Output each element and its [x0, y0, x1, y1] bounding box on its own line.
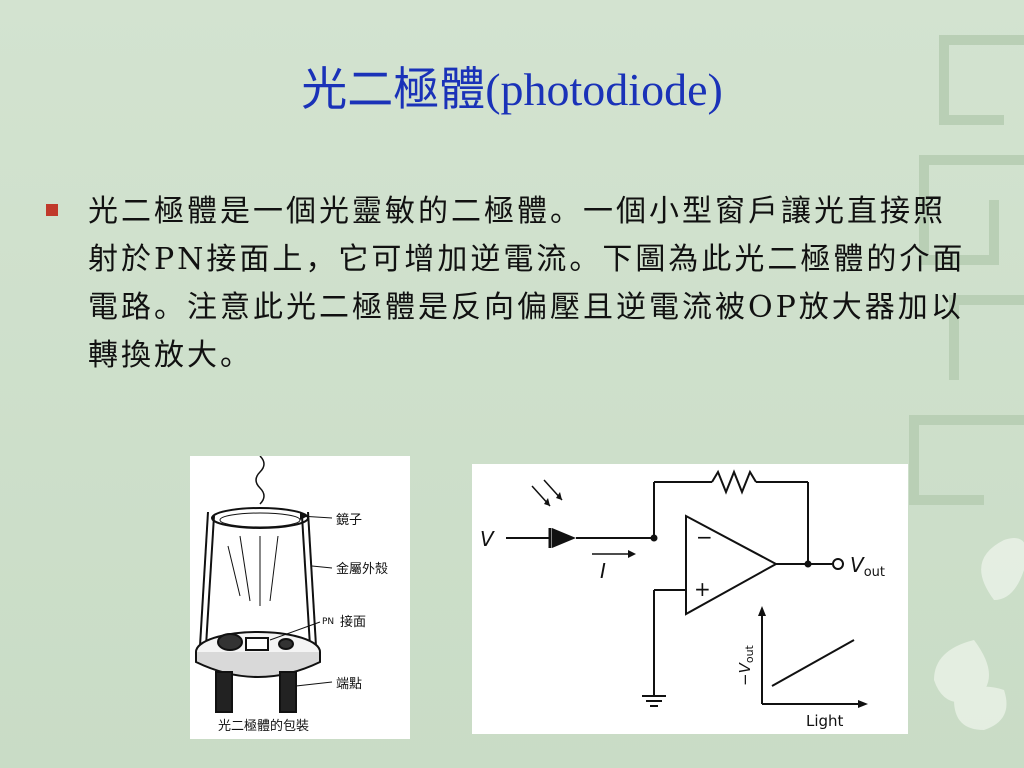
graph-y-axis-label: −Vout [736, 644, 756, 686]
mirror-label: 鏡子 [336, 513, 362, 528]
graph-x-axis-label: Light [806, 712, 844, 730]
photodiode-package-figure: 鏡子 金屬外殼 PN 接面 端點 光二極體的包裝 [190, 455, 410, 739]
terminal-label: 端點 [336, 677, 362, 692]
bullet-list: 光二極體是一個光靈敏的二極體。一個小型窗戶讓光直接照射於PN接面上，它可增加逆電… [46, 188, 976, 380]
pn-small-label: PN [322, 617, 334, 627]
current-i-label: I [600, 559, 606, 583]
bullet-square-icon [46, 204, 58, 216]
pn-junction-label: 接面 [340, 614, 366, 630]
opamp-plus-label: + [694, 577, 711, 601]
decorative-pattern [909, 35, 1024, 730]
metal-case-label: 金屬外殼 [336, 561, 388, 577]
opamp-minus-label: − [696, 525, 713, 549]
slide-title: 光二極體(photodiode) [301, 64, 723, 115]
vout-label: Vout [850, 553, 885, 580]
package-caption: 光二極體的包裝 [218, 718, 309, 734]
input-v-label: V [480, 527, 495, 551]
bullet-text: 光二極體是一個光靈敏的二極體。一個小型窗戶讓光直接照射於PN接面上，它可增加逆電… [88, 194, 966, 373]
photodiode-circuit-figure: V I − + Vout −Vout Light [472, 464, 908, 734]
